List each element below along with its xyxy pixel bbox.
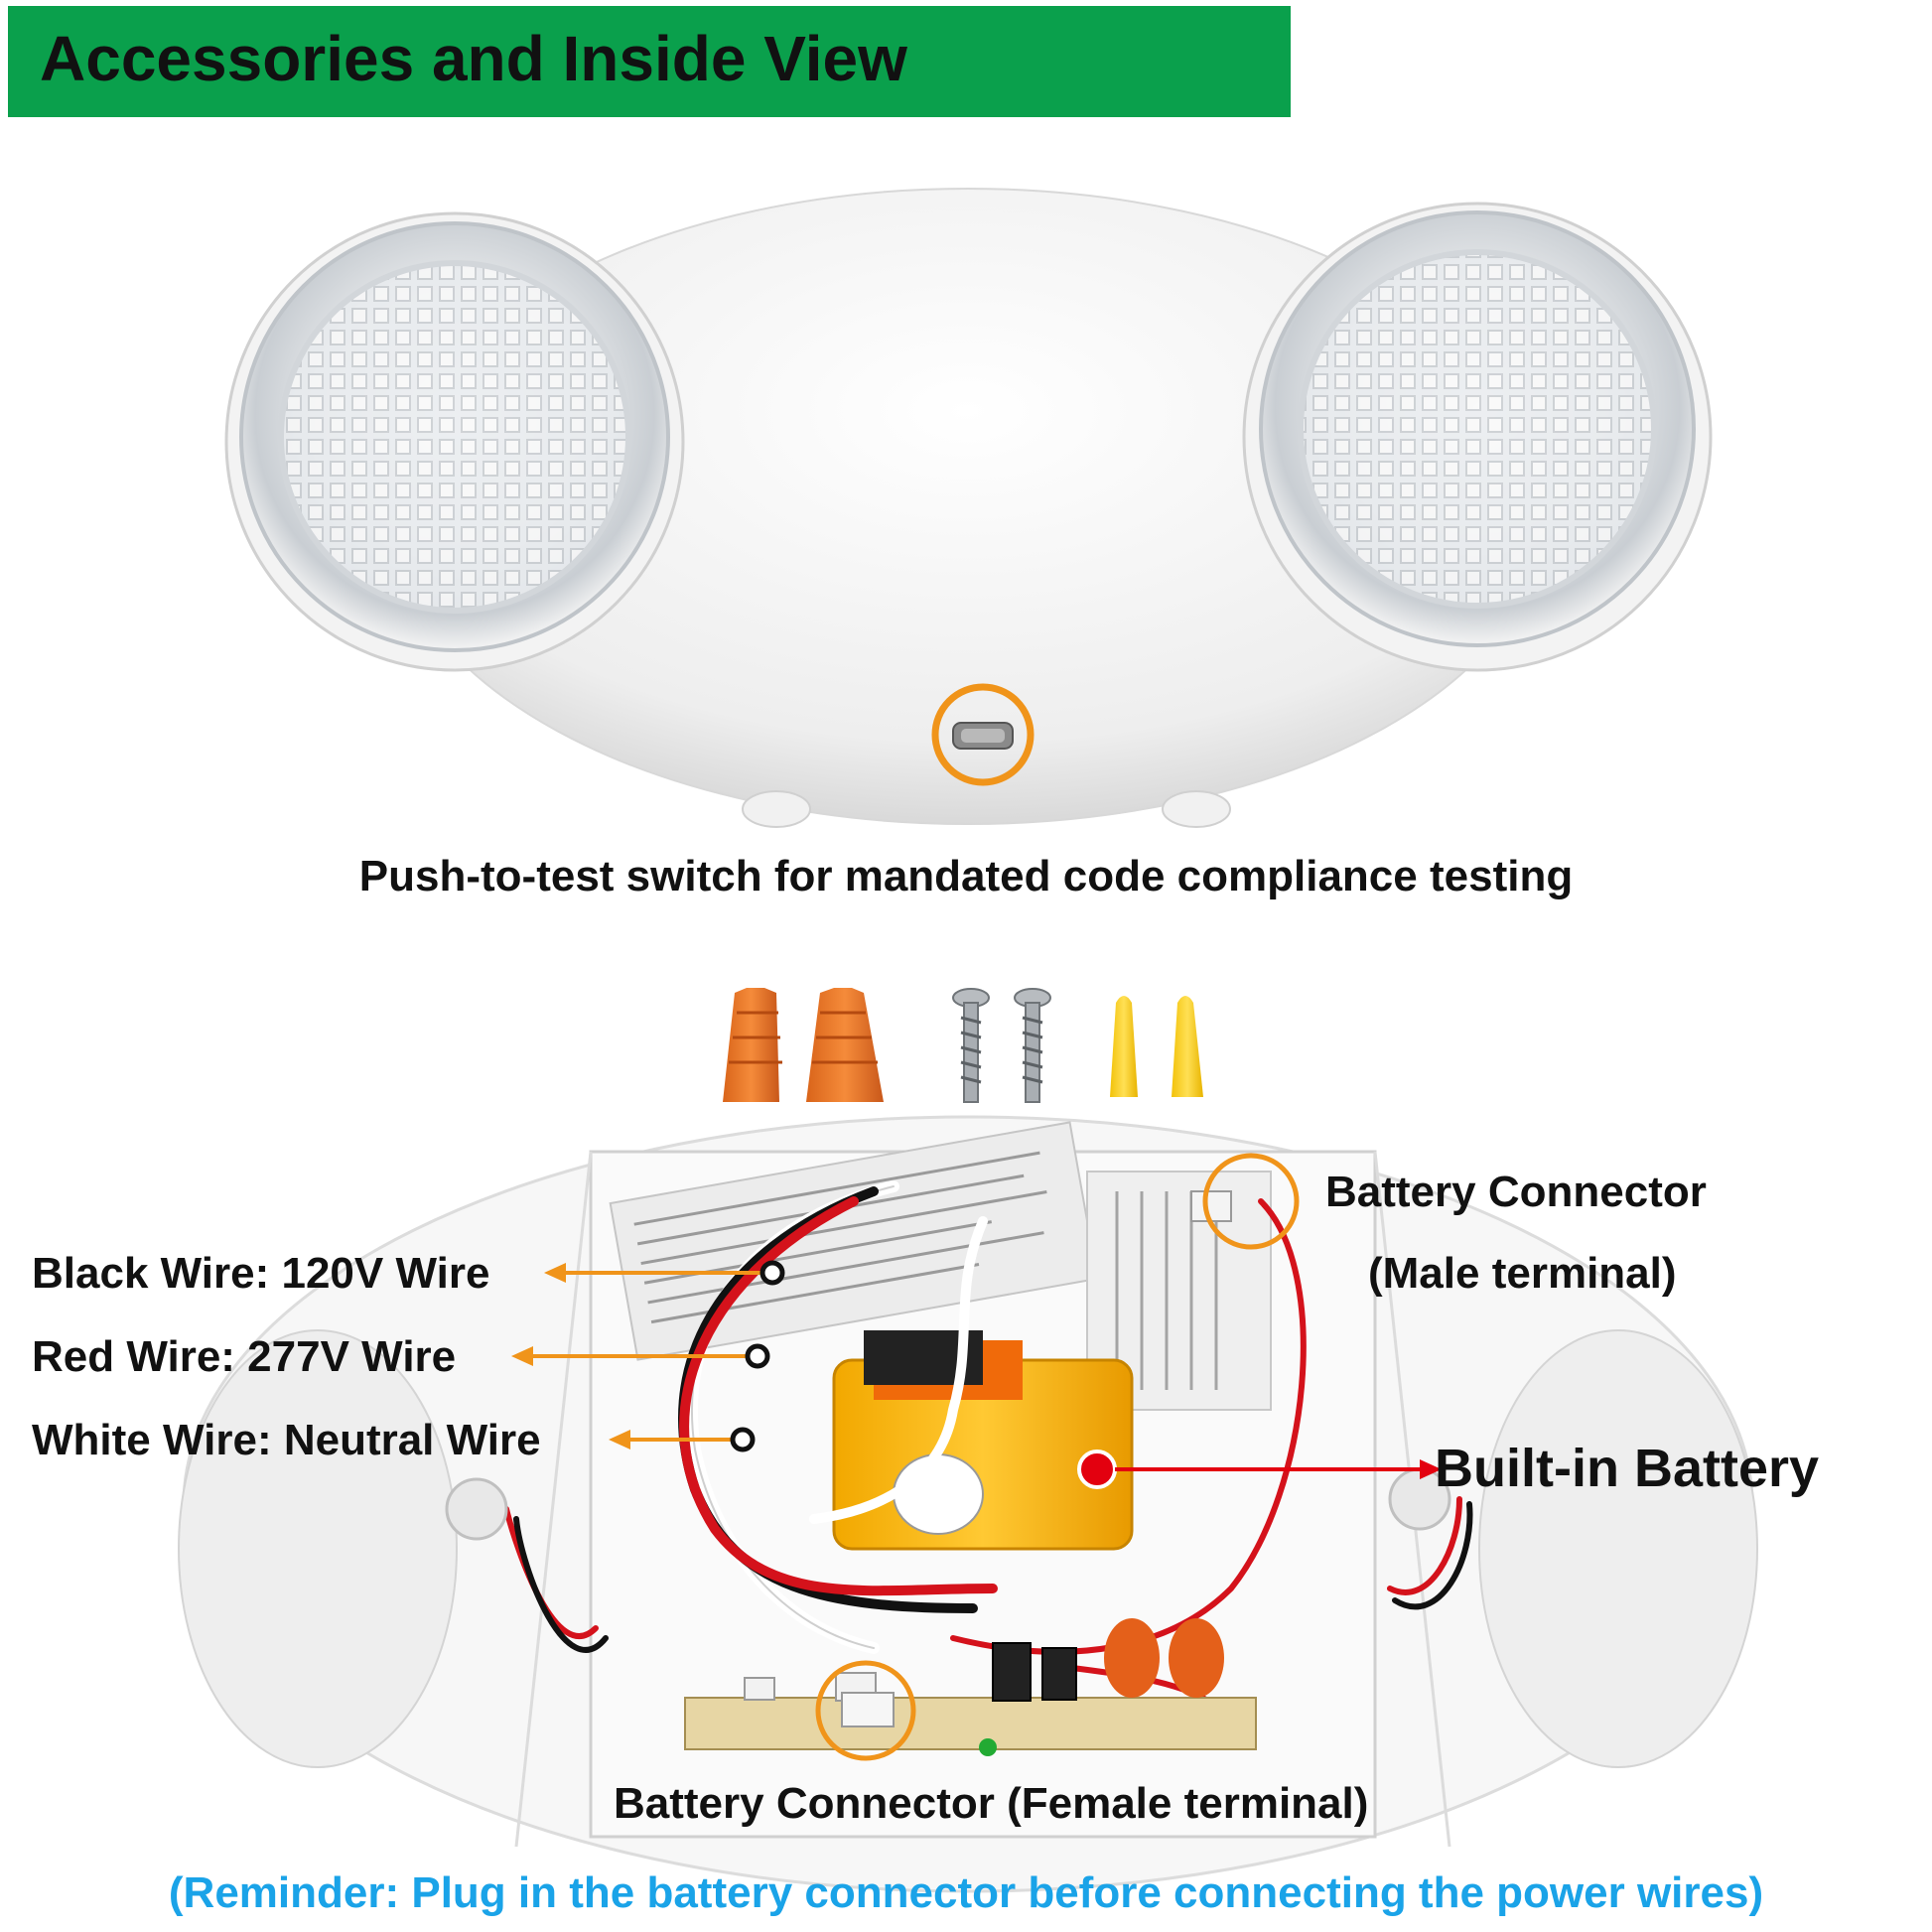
push-to-test-switch [931, 683, 1035, 786]
callout-built-in-battery [1077, 1449, 1442, 1489]
mount-bump-left [742, 790, 811, 828]
left-lamp-head [224, 211, 685, 672]
warning-label [609, 1121, 1272, 1411]
callout-white-wire [609, 1427, 756, 1452]
built-in-battery-label: Built-in Battery [1435, 1439, 1820, 1498]
battery-connector-female-label: Battery Connector (Female terminal) [614, 1779, 1369, 1828]
callout-red-wire [511, 1343, 770, 1369]
battery-connector-male-sublabel: (Male terminal) [1368, 1249, 1677, 1298]
wall-anchor-icon [1110, 996, 1138, 1097]
battery-pack [832, 1330, 1134, 1551]
white-wire-label: White Wire: Neutral Wire [32, 1416, 541, 1464]
battery-connector-female [815, 1660, 916, 1761]
battery-connector-male-label: Battery Connector [1325, 1168, 1707, 1216]
red-wire-label: Red Wire: 277V Wire [32, 1332, 457, 1381]
wire-nut-icon [723, 988, 782, 1102]
screw-icon [1014, 988, 1051, 1103]
wire-nut-icon [806, 988, 884, 1102]
reminder-text: (Reminder: Plug in the battery connector… [168, 1868, 1764, 1917]
fixture-inside-view [178, 1115, 1758, 1893]
fixture-front [224, 188, 1713, 828]
push-to-test-caption: Push-to-test switch for mandated code co… [358, 852, 1574, 900]
circuit-board [684, 1618, 1257, 1756]
mount-bump-right [1162, 790, 1231, 828]
battery-connector-male [1190, 1153, 1300, 1250]
title-banner [8, 6, 1291, 117]
accessories [723, 988, 1203, 1103]
wall-anchor-icon [1172, 996, 1203, 1097]
callout-black-wire [544, 1260, 785, 1286]
page-title: Accessories and Inside View [40, 23, 907, 94]
left-lamp-socket [445, 1477, 508, 1541]
screw-icon [952, 988, 990, 1103]
right-lamp-head [1242, 202, 1713, 672]
black-wire-label: Black Wire: 120V Wire [32, 1249, 490, 1298]
